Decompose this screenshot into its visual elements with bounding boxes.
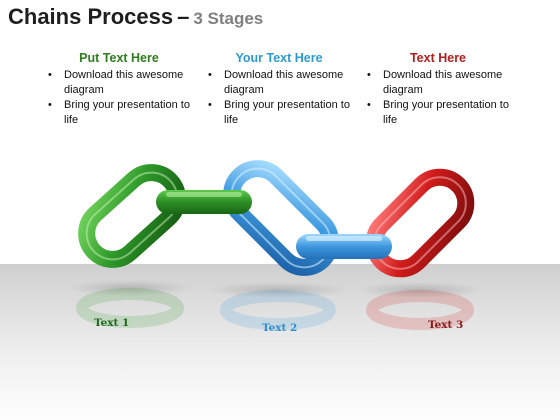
slide-title: Chains Process–3 Stages (8, 4, 263, 30)
chain-reflection (76, 288, 474, 330)
text-column-2: Your Text Here Download this awesome dia… (204, 51, 354, 128)
chain-link-3 (365, 168, 475, 278)
bullet-item: Download this awesome diagram (204, 68, 354, 98)
link-label-1: Text 1 (94, 317, 130, 329)
bullet-list-2: Download this awesome diagram Bring your… (204, 68, 354, 128)
chain-shadow (358, 282, 482, 298)
bullet-item: Download this awesome diagram (363, 68, 513, 98)
chain-link-1 (78, 164, 186, 268)
blue-connector-link (296, 234, 392, 259)
column-heading-1: Put Text Here (79, 51, 159, 65)
bullet-list-1: Download this awesome diagram Bring your… (44, 68, 194, 128)
chain-link-2 (223, 160, 339, 276)
title-dash: – (177, 4, 190, 29)
column-heading-3: Text Here (409, 51, 467, 65)
text-column-3: Text Here Download this awesome diagram … (363, 51, 513, 128)
chain-shadow (208, 282, 348, 298)
bullet-item: Download this awesome diagram (44, 68, 194, 98)
bullet-item: Bring your presentation to life (204, 98, 354, 128)
title-main: Chains Process (8, 4, 174, 29)
column-heading-2: Your Text Here (235, 51, 323, 65)
bullet-list-3: Download this awesome diagram Bring your… (363, 68, 513, 128)
text-column-1: Put Text Here Download this awesome diag… (44, 51, 194, 128)
link-label-2: Text 2 (262, 322, 298, 334)
chain-shadow (68, 280, 192, 296)
title-subtitle: 3 Stages (193, 9, 264, 28)
bullet-item: Bring your presentation to life (363, 98, 513, 128)
green-connector-link (156, 190, 252, 214)
bullet-item: Bring your presentation to life (44, 98, 194, 128)
link-label-3: Text 3 (428, 319, 464, 331)
